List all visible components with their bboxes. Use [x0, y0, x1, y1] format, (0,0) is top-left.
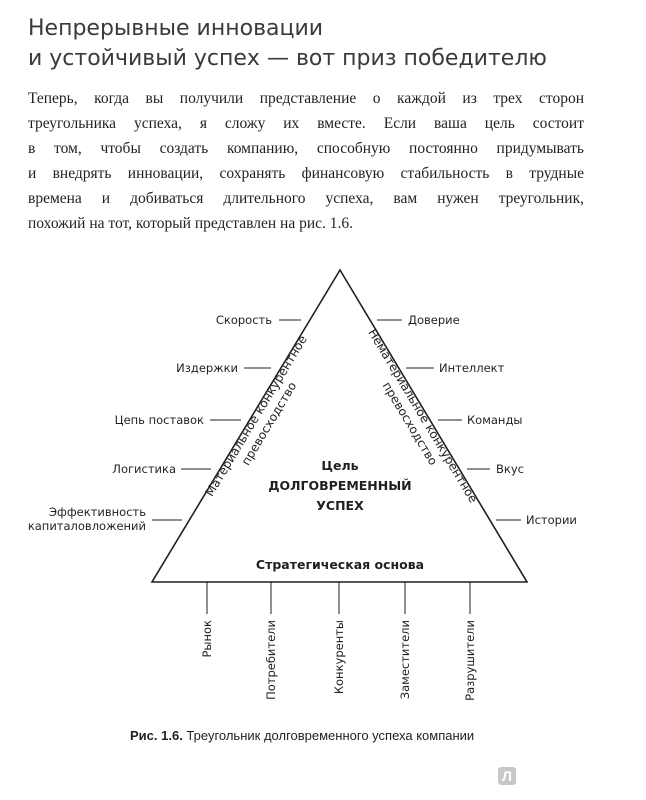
left-side-label-line-1: Материальное конкурентное	[202, 333, 309, 499]
right-connectors	[377, 319, 521, 521]
right-item-label: Команды	[467, 413, 522, 427]
paragraph-line: времена и добиваться длительного успеха,…	[28, 190, 584, 207]
center-goal-line-3: УСПЕХ	[316, 498, 364, 513]
paragraph-line: и внедрять инновации, сохранять финансов…	[28, 165, 584, 182]
publisher-logo: Л	[498, 767, 516, 785]
paragraph-line: треугольника успеха, я сложу их вместе. …	[28, 115, 584, 132]
center-goal-line-1: Цель	[321, 458, 358, 473]
heading-line-1: Непрерывные инновации	[28, 16, 324, 41]
right-item-label: Интеллект	[439, 361, 505, 375]
section-heading: Непрерывные инновации и устойчивый успех…	[28, 14, 628, 74]
left-item-label: Цепь поставок	[115, 413, 204, 427]
bottom-connectors	[206, 582, 471, 614]
caption-text: Треугольник долговременного успеха компа…	[182, 728, 475, 743]
caption-label: Рис. 1.6.	[130, 728, 183, 743]
paragraph-line: в том, чтобы создать компанию, способную…	[28, 140, 584, 157]
paragraph-line: Теперь, когда вы получили представление …	[28, 90, 584, 107]
paragraph-line: похожий на тот, который представлен на р…	[28, 215, 354, 232]
bottom-item-label: Конкуренты	[332, 620, 346, 694]
center-goal-line-2: ДОЛГОВРЕМЕННЫЙ	[268, 478, 411, 493]
left-item-label: капиталовложений	[28, 519, 146, 533]
bottom-item-label: Заместители	[398, 620, 412, 699]
left-item-label: Скорость	[216, 313, 272, 327]
success-triangle-diagram: Скорость Издержки Цепь поставок Логистик…	[28, 268, 577, 701]
left-item-label: Эффективность	[49, 505, 146, 519]
left-item-label: Издержки	[176, 361, 238, 375]
left-item-label: Логистика	[112, 462, 176, 476]
body-paragraph: Теперь, когда вы получили представление …	[28, 86, 584, 236]
bottom-item-label: Потребители	[264, 620, 278, 700]
right-item-label: Истории	[526, 513, 577, 527]
heading-line-2: и устойчивый успех — вот приз победителю	[28, 46, 547, 71]
right-item-label: Вкус	[496, 462, 524, 476]
right-item-label: Доверие	[408, 313, 460, 327]
logo-letter: Л	[502, 768, 512, 784]
bottom-item-label: Рынок	[200, 620, 214, 658]
base-label: Стратегическая основа	[256, 557, 424, 572]
left-connectors	[152, 319, 301, 521]
bottom-item-label: Разрушители	[463, 620, 477, 701]
figure-caption: Рис. 1.6. Треугольник долговременного ус…	[130, 728, 474, 743]
